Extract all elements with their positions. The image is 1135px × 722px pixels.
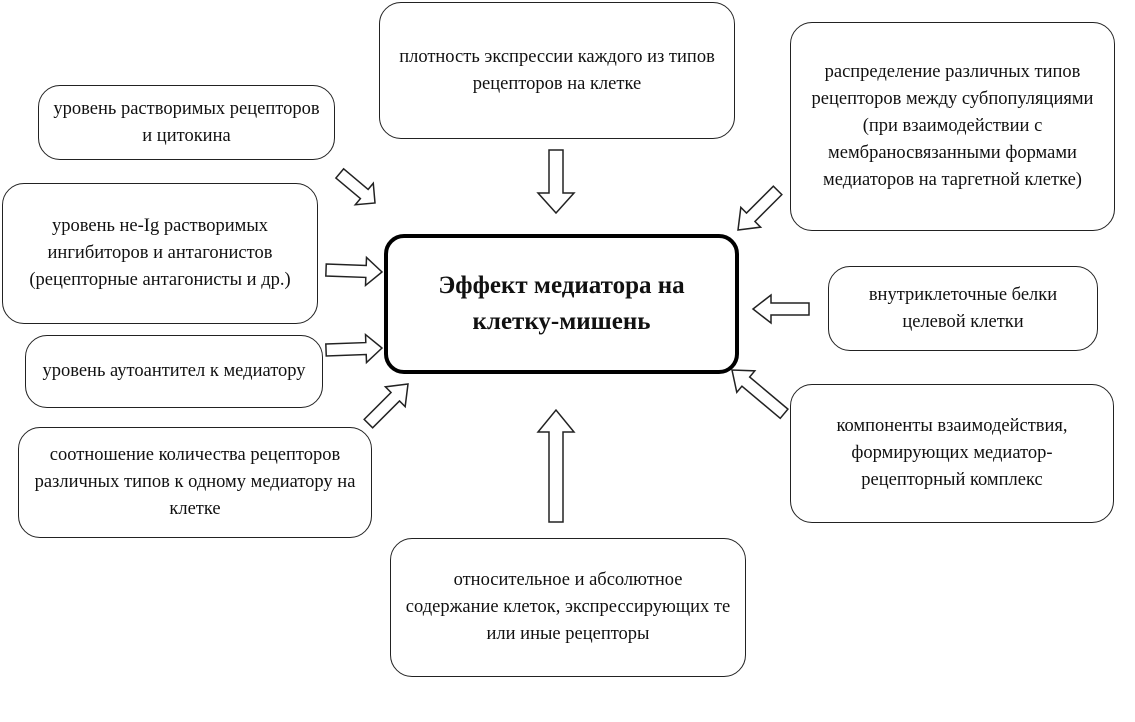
node-intracellular-proteins: внутриклеточные белки целевой клетки [828,266,1098,351]
arrow-intracellular-proteins [751,293,810,325]
arrow-soluble-receptors [334,167,376,206]
node-label: уровень растворимых рецепторов и цитокин… [53,98,320,146]
node-non-ig-inhibitors: уровень не-Ig растворимых ингибиторов и … [2,183,318,324]
arrow-autoantibodies [325,332,384,365]
node-label: плотность экспрессии каждого из типов ре… [399,46,715,94]
node-label: внутриклеточные белки целевой клетки [868,284,1058,332]
center-node-label: Эффект медиатора на клетку-мишень [438,271,685,335]
node-soluble-receptors: уровень растворимых рецепторов и цитокин… [38,85,335,160]
node-cell-content: относительное и абсолютное содержание кл… [390,538,746,677]
node-receptor-distribution: распределение различных типов рецепторов… [790,22,1115,231]
node-label: распределение различных типов рецепторов… [811,62,1094,190]
arrow-receptor-distribution [737,185,783,231]
node-label: уровень аутоантител к медиатору [42,361,306,382]
node-receptor-expression-density: плотность экспрессии каждого из типов ре… [379,2,735,139]
arrow-receptor-ratio [363,383,409,429]
node-autoantibodies: уровень аутоантител к медиатору [25,335,323,408]
node-label: относительное и абсолютное содержание кл… [405,570,731,644]
center-node: Эффект медиатора на клетку-мишень [384,234,739,374]
node-receptor-ratio: соотношение количества рецепторов различ… [18,427,372,538]
arrow-bottom-up [536,408,576,523]
node-complex-components: компоненты взаимодействия, формирующих м… [790,384,1114,523]
arrow-complex-components [731,369,790,420]
node-label: уровень не-Ig растворимых ингибиторов и … [29,216,291,290]
node-label: компоненты взаимодействия, формирующих м… [836,416,1068,490]
arrow-non-ig-inhibitors [325,255,384,288]
node-label: соотношение количества рецепторов различ… [34,445,356,519]
arrow-top-down [536,149,576,215]
